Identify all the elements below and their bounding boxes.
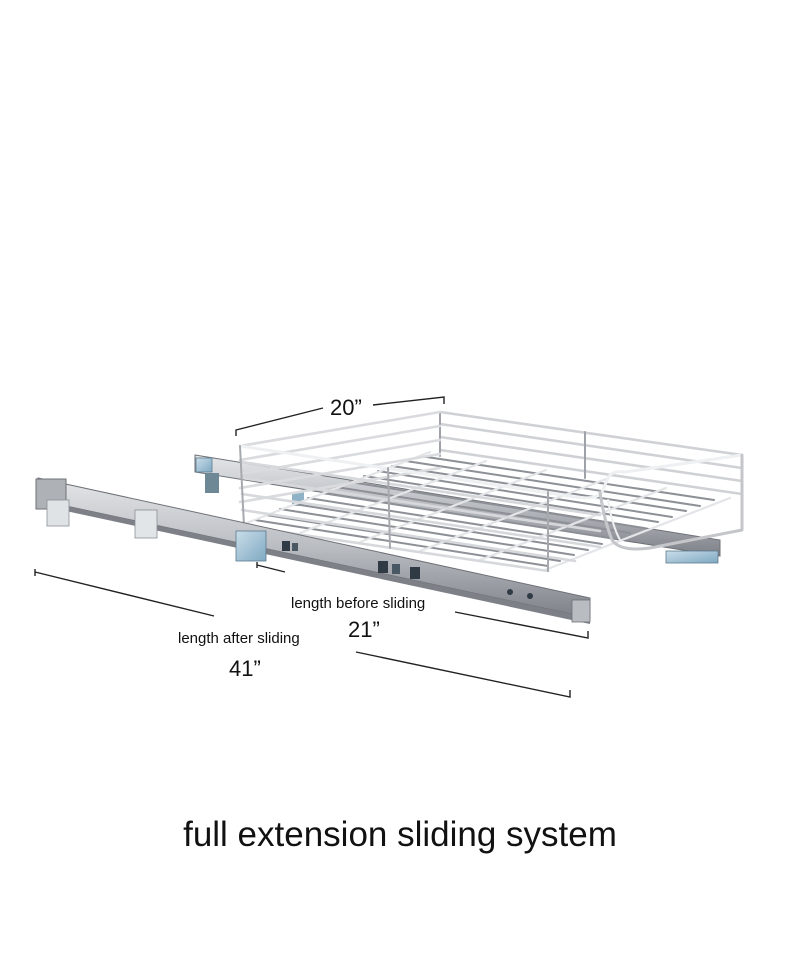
width-dimension-line-right [372,396,445,406]
length-before-sliding-value: 21” [348,617,380,642]
width-dimension-line [235,407,324,436]
dimension-lines [34,396,589,698]
basket-floor [254,455,715,567]
wire-basket [238,410,744,573]
width-dimension-label: 20” [330,395,362,420]
length-before-sliding-label: length before sliding [291,595,426,612]
length-after-sliding-label: length after sliding [178,630,300,647]
product-caption: full extension sliding system [183,815,617,854]
slide-bearings [282,541,533,599]
front-rail [35,477,591,624]
length-after-sliding-value: 41” [229,656,261,681]
